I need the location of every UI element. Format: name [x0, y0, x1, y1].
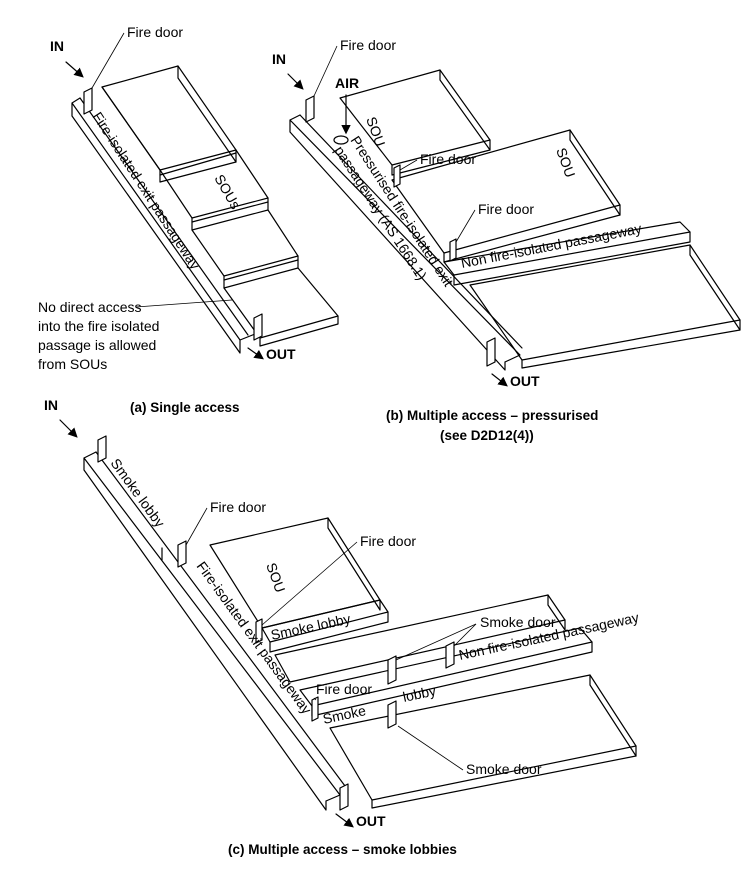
- diagram-a-single-access: Fire-isolated exit passageway SOUs IN OU…: [38, 24, 339, 415]
- sou-label-c: SOU: [263, 561, 288, 595]
- smoke-lobby-label-c1: Smoke lobby: [108, 455, 169, 530]
- smoke-door-label-c2: Smoke door: [466, 761, 542, 777]
- no-access-note-line3: passage is allowed: [38, 337, 156, 353]
- in-label-a: IN: [50, 38, 64, 54]
- caption-a: (a) Single access: [130, 400, 240, 415]
- fire-door-label-b2: Fire door: [420, 151, 476, 167]
- fire-door-label-b1: Fire door: [340, 37, 396, 53]
- no-access-note-line1: No direct access: [38, 299, 141, 315]
- out-label-a: OUT: [266, 346, 296, 362]
- out-label-c: OUT: [356, 813, 386, 829]
- fire-door-label-a: Fire door: [127, 24, 183, 40]
- no-access-note-line4: from SOUs: [38, 356, 107, 372]
- in-label-b: IN: [272, 51, 286, 67]
- no-access-note-line2: into the fire isolated: [38, 318, 159, 334]
- in-label-c: IN: [44, 397, 58, 413]
- smoke-door-label-c1: Smoke door: [480, 614, 556, 630]
- sous-label: SOUs: [211, 172, 244, 212]
- smoke-lobby-label-c2: Smoke lobby: [269, 610, 351, 642]
- caption-b-line1: (b) Multiple access – pressurised: [386, 408, 598, 423]
- diagram-c-smoke-lobbies: IN Smoke lobby Fire-isolated exit passag…: [44, 397, 640, 857]
- fire-door-label-c1: Fire door: [210, 499, 266, 515]
- passageway-label-a: Fire-isolated exit passageway: [89, 109, 203, 272]
- out-label-b: OUT: [510, 373, 540, 389]
- diagram-b-pressurised: IN AIR Fire door Fire door Fire door SOU…: [272, 37, 741, 443]
- lobby-label-c: lobby: [401, 682, 437, 705]
- sou-label-b2: SOU: [553, 146, 578, 180]
- fire-door-label-c3: Fire door: [316, 681, 372, 697]
- fire-door-label-c2: Fire door: [360, 533, 416, 549]
- smoke-label-c: Smoke: [321, 702, 367, 727]
- caption-b-line2: (see D2D12(4)): [440, 428, 534, 443]
- caption-c: (c) Multiple access – smoke lobbies: [228, 842, 457, 857]
- air-label: AIR: [335, 75, 359, 91]
- fire-door-label-b3: Fire door: [478, 201, 534, 217]
